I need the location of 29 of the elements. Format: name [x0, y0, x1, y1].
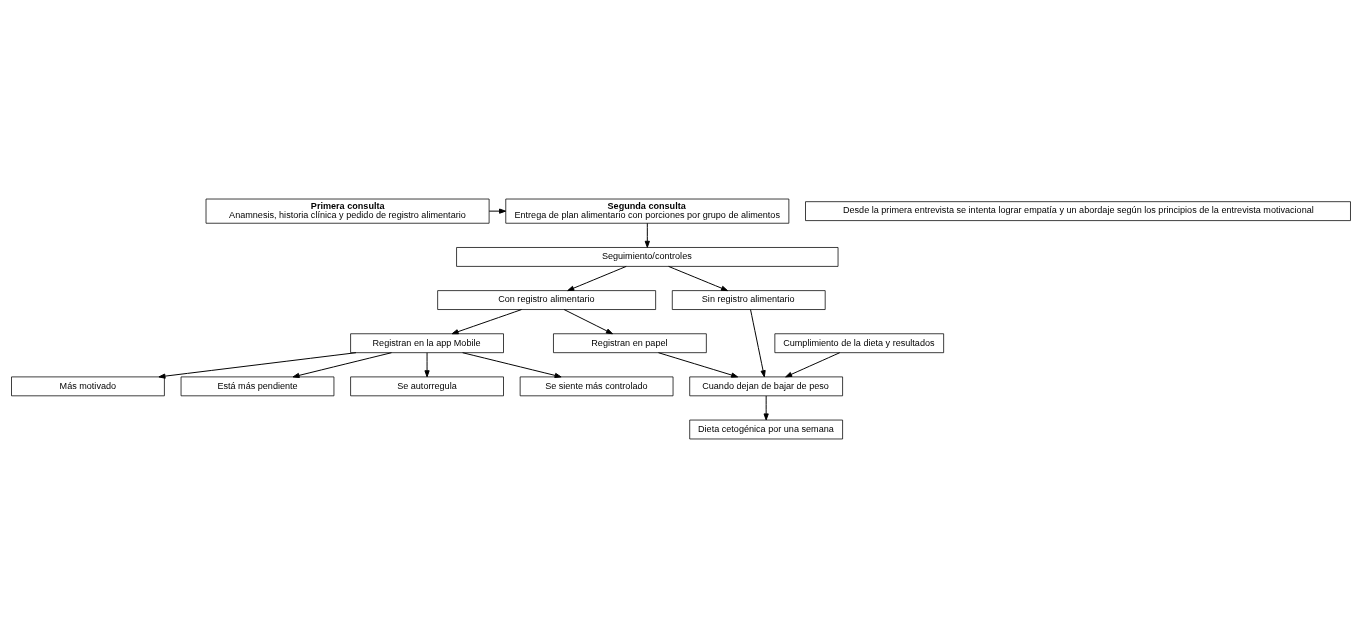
node-box: Se siente más controlado — [519, 376, 674, 396]
node-box: Más motivado — [11, 376, 165, 396]
arrow — [462, 351, 562, 378]
arrow — [567, 265, 627, 291]
node-box: Se autorregula — [350, 376, 504, 396]
arrow — [451, 308, 523, 334]
arrow — [763, 394, 769, 420]
arrow — [563, 308, 613, 334]
node-box: Segunda consulta Entrega de plan alimentario con porciones por grupo de alimentos — [505, 198, 790, 224]
node-box: Registran en papel — [553, 332, 707, 353]
arrow — [488, 208, 507, 214]
arrow — [158, 351, 357, 379]
node-box: Primera consulta Anamnesis, historia clínica y pedido de registro alimentario — [205, 198, 490, 224]
arrow — [644, 222, 650, 248]
arrow — [292, 351, 392, 378]
node-box: Está más pendiente — [180, 376, 335, 396]
node-box: Sin registro alimentario — [671, 289, 826, 310]
node-box: Con registro alimentario — [437, 289, 656, 310]
arrow — [750, 308, 766, 377]
arrow — [424, 351, 430, 377]
arrow — [658, 351, 739, 378]
node-box: Desde la primera entrevista se intenta lograr empatía y un abordaje según los principios de la entrevista motivacional — [805, 200, 1351, 221]
node-box: Cumplimiento de la dieta y resultados — [774, 332, 945, 353]
node-box: Registran en la app Mobile — [350, 332, 504, 353]
arrow — [785, 351, 841, 377]
node-box: Seguimiento/controles — [456, 246, 839, 267]
node-box: Dieta cetogénica por una semana — [689, 419, 843, 439]
arrow — [668, 265, 728, 291]
node-box: Cuando dejan de bajar de peso — [689, 376, 843, 396]
